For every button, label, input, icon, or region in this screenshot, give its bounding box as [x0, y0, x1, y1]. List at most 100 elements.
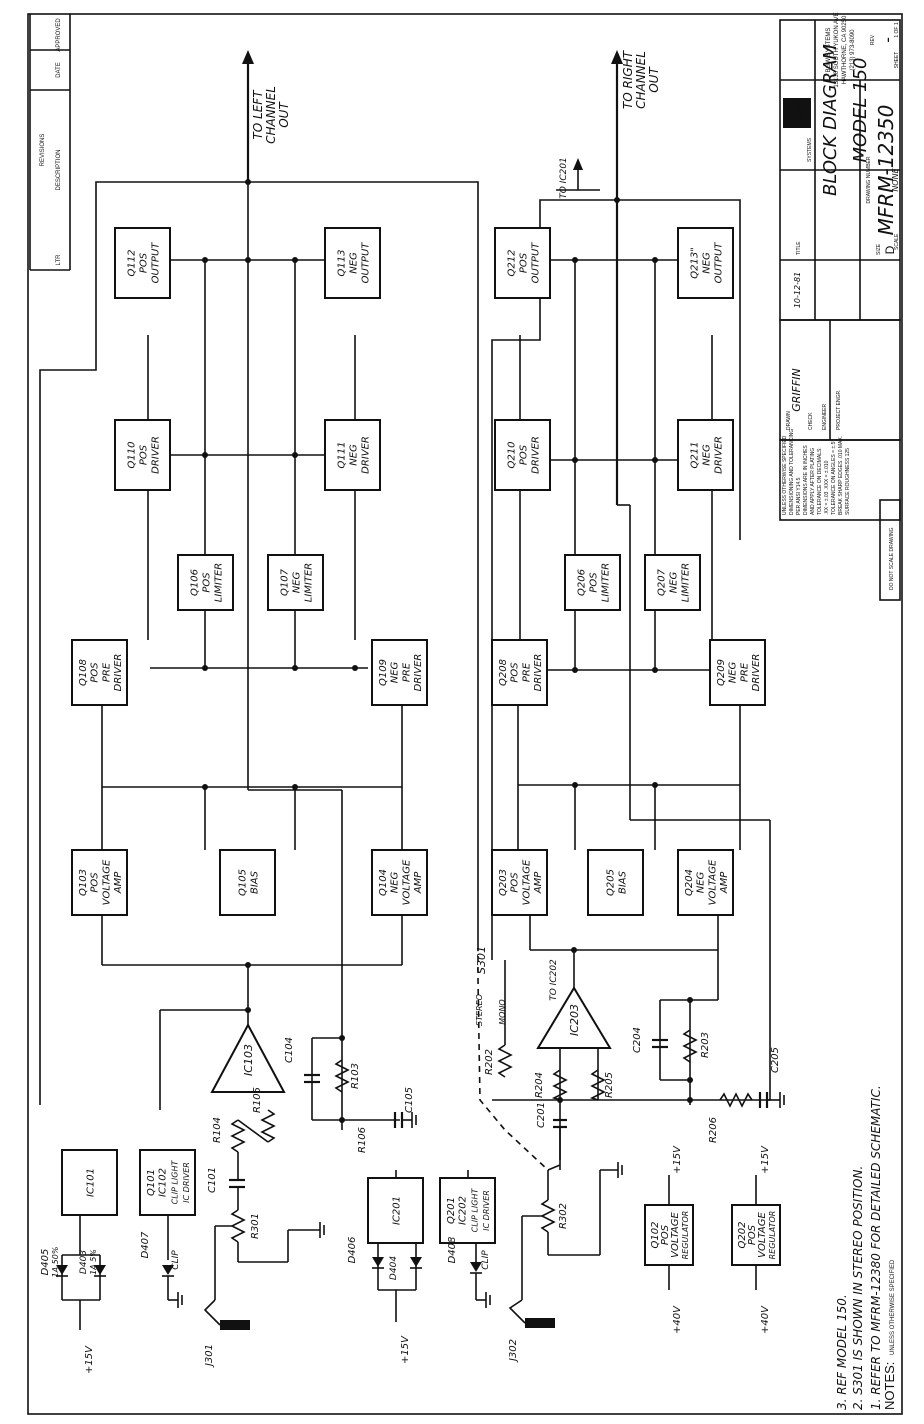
- block-q209: [709, 639, 766, 706]
- block-q204-line-1: NEG: [696, 871, 707, 893]
- block-q102-line-1: POS: [660, 1224, 671, 1245]
- tb-drawing-no-label: DRAWING NUMBER: [866, 156, 872, 203]
- block-q104-line-3: AMP: [413, 871, 424, 894]
- block-q103-line-0: Q103: [78, 869, 89, 896]
- right-channel-wiring: [477, 50, 771, 1171]
- label-r103-12: R103: [350, 1063, 361, 1089]
- tb-description: DESCRIPTION: [56, 149, 62, 190]
- label-ic103-4: IC103: [242, 1044, 255, 1076]
- block-q213-line-2: OUTPUT: [714, 242, 725, 284]
- block-q203-line-1: POS: [510, 872, 521, 893]
- block-ic102-line-2: CLIP LIGHT: [170, 1160, 179, 1205]
- block-q111-line-2: DRIVER: [361, 436, 372, 474]
- block-q202-line-3: REGULATOR: [768, 1211, 777, 1260]
- block-q212-line-1: POS: [519, 252, 530, 273]
- block-ic202-line-1: IC202: [458, 1196, 469, 1225]
- blocks: [61, 227, 781, 1266]
- block-q206-line-0: Q206: [577, 569, 588, 596]
- block-q106-line-2: LIMITER: [214, 563, 225, 602]
- label-r203-17: R203: [700, 1032, 711, 1058]
- label-j302-27: J302: [508, 1339, 519, 1363]
- label-r204-18: R204: [534, 1072, 545, 1098]
- block-q102-line-0: Q102: [650, 1222, 661, 1249]
- block-q203-line-2: VOLTAGE: [521, 859, 532, 905]
- title-block: [29, 14, 901, 601]
- block-q210-line-2: DRIVER: [531, 436, 542, 474]
- block-q205-line-0: Q205: [606, 869, 617, 896]
- block-q109-line-1: NEG: [390, 661, 401, 683]
- tb-title1: BLOCK DIAGRAM: [820, 44, 841, 196]
- block-q210-line-0: Q210: [507, 442, 518, 469]
- block-q108-line-2: PRE: [101, 662, 112, 682]
- block-q209-line-3: DRIVER: [751, 654, 762, 692]
- tb-tolerance-4: AND APPLY AFTER PLATING: [810, 448, 816, 515]
- label-d408-36: D408: [447, 1237, 458, 1264]
- notes-sub: UNLESS OTHERWISE SPECIFIED: [890, 1259, 896, 1355]
- opamp-ic103: [210, 1022, 286, 1093]
- block-q202: [731, 1204, 781, 1266]
- label-left_out-1: CHANNEL: [264, 86, 278, 144]
- tb-size-label: SIZE: [876, 243, 882, 255]
- label-right_out-2: OUT: [647, 66, 661, 93]
- label-r105-14: R105: [252, 1087, 263, 1113]
- label-c204-10: C204: [632, 1027, 643, 1053]
- tb-ltr: LTR: [56, 254, 62, 266]
- block-q113-line-1: NEG: [349, 252, 360, 274]
- left-input-chain: [203, 1119, 325, 1330]
- block-ic102-line-1: IC102: [158, 1168, 169, 1197]
- tb-tolerance-3: DIMENSIONS ARE IN INCHES: [803, 445, 809, 515]
- label-d407-32: D407: [140, 1231, 151, 1258]
- block-q109-line-0: Q109: [378, 659, 389, 686]
- block-q113-line-2: OUTPUT: [361, 242, 372, 284]
- label-plus15v-42: +15V: [672, 1145, 683, 1174]
- tb-scale-label: SCALE: [894, 233, 900, 250]
- block-q204-line-0: Q204: [684, 869, 695, 896]
- block-q213-line-1: NEG: [702, 252, 713, 274]
- block-q205-line-1: BIAS: [618, 870, 629, 894]
- block-q107-line-1: NEG: [292, 571, 303, 593]
- label-r206-20: R206: [708, 1117, 719, 1143]
- block-ic201-line-0: IC201: [392, 1196, 403, 1225]
- tb-drawn: GRIFFIN: [790, 368, 803, 412]
- block-q104: [371, 849, 428, 916]
- block-q208-line-2: PRE: [521, 662, 532, 682]
- label-plus40v-40: +40V: [672, 1305, 683, 1334]
- label-d404-35: D404: [389, 1256, 399, 1280]
- block-q209-line-1: NEG: [728, 661, 739, 683]
- block-q107: [267, 554, 324, 611]
- block-q212: [494, 227, 551, 299]
- tb-rev: -: [878, 37, 897, 43]
- block-q108-line-3: DRIVER: [113, 654, 124, 692]
- label-clip-37: CLIP: [481, 1250, 491, 1270]
- block-q112-line-2: OUTPUT: [151, 242, 162, 284]
- tb-revisions: REVISIONS: [40, 134, 46, 167]
- block-q113: [324, 227, 381, 299]
- note-2: 2. S301 IS SHOWN IN STEREO POSITION.: [851, 1166, 865, 1410]
- block-q209-line-0: Q209: [716, 659, 727, 686]
- tb-tolerance-1: DIMENSIONING AND TOLERANCING: [789, 429, 795, 515]
- potentiometer-r301: [230, 1209, 246, 1243]
- jack-j301: [220, 1320, 250, 1330]
- note-3: 3. REF MODEL 150.: [835, 1294, 849, 1410]
- block-q211-line-2: DRIVER: [714, 436, 725, 474]
- label-plus15v-38: +15V: [84, 1345, 95, 1374]
- block-q204-line-2: VOLTAGE: [707, 859, 718, 905]
- capacitors: [229, 1038, 785, 1189]
- junction-dots: [202, 179, 693, 1123]
- label-d405-28: D405: [40, 1249, 51, 1276]
- block-ic202-line-2: CLIP LIGHT: [470, 1188, 479, 1233]
- resistor-r202: [497, 1044, 513, 1078]
- resistor-r206: [719, 1092, 753, 1108]
- label-s301-23: S301: [475, 946, 488, 974]
- block-q106-line-1: POS: [202, 572, 213, 593]
- tb-title2: MODEL 150: [850, 57, 871, 162]
- resistor-r205: [589, 1069, 606, 1101]
- block-q202-line-1: POS: [747, 1224, 758, 1245]
- label-d405_val-29: 1A 50%: [51, 1247, 60, 1278]
- tb-logo: BGW: [793, 99, 805, 127]
- block-q202-line-0: Q202: [737, 1222, 748, 1249]
- block-q206: [564, 554, 621, 611]
